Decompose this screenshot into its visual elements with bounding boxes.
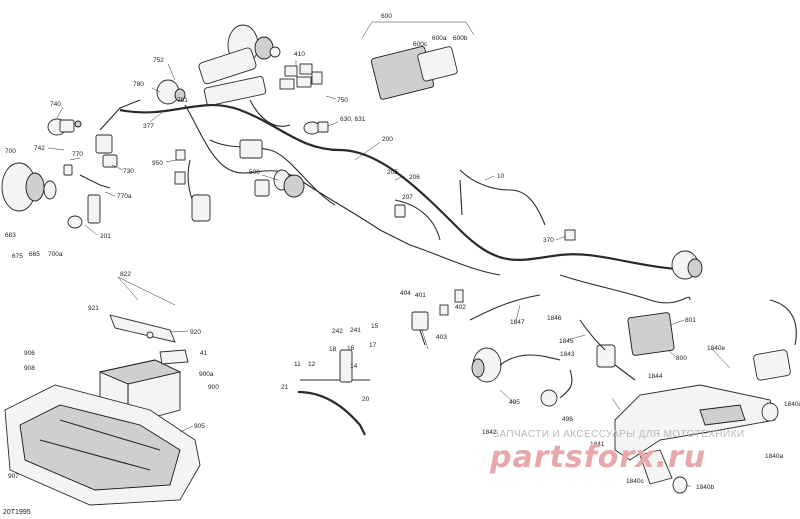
- callout-1840a: 1840a: [765, 453, 783, 460]
- callout-801: 801: [685, 317, 696, 324]
- callout-600: 600: [381, 13, 392, 20]
- callout-700a: 700a: [48, 251, 63, 258]
- callout-1844: 1844: [648, 373, 663, 380]
- callout-241: 241: [350, 327, 361, 334]
- diagram-artwork: [1, 21, 797, 506]
- callout-1840e: 1840e: [707, 345, 725, 352]
- callout-11: 11: [294, 361, 301, 368]
- callout-1841: 1841: [590, 441, 605, 448]
- callout-907: 907: [8, 473, 19, 480]
- callout-683: 683: [5, 232, 16, 239]
- callout-780: 780: [133, 81, 144, 88]
- callout-630-631: 630, 631: [340, 116, 366, 123]
- callout-950: 950: [152, 160, 163, 167]
- callout-675: 675: [12, 253, 23, 260]
- callout-600c: 600c: [413, 41, 428, 48]
- callout-17: 17: [369, 342, 377, 349]
- callout-908: 908: [24, 365, 35, 372]
- callout-21: 21: [281, 384, 289, 391]
- callout-1842: 1842: [482, 429, 497, 436]
- callout-752: 752: [153, 57, 164, 64]
- callout-495: 495: [509, 399, 520, 406]
- diagram-reference-code: 20T1995: [3, 509, 31, 516]
- callout-201: 201: [100, 233, 111, 240]
- callout-665: 665: [29, 251, 40, 258]
- callout-500: 500: [249, 169, 260, 176]
- callout-1846: 1846: [547, 315, 562, 322]
- callout-206: 206: [409, 174, 420, 181]
- callout-750: 750: [337, 97, 348, 104]
- callout-410: 410: [294, 51, 305, 58]
- callout-822: 822: [120, 271, 131, 278]
- watermark-logo: partsforx.ru: [489, 440, 706, 475]
- callout-18: 18: [329, 346, 337, 353]
- callout-742: 742: [34, 145, 45, 152]
- callout-1840d: 1840d: [784, 401, 800, 408]
- callout-770: 770: [72, 151, 83, 158]
- callout-600a: 600a: [432, 35, 447, 42]
- callout-370: 370: [543, 237, 554, 244]
- callout-906: 906: [24, 350, 35, 357]
- callout-1847: 1847: [510, 319, 525, 326]
- callout-12: 12: [308, 361, 316, 368]
- callout-207: 207: [402, 194, 413, 201]
- callout-1845: 1845: [559, 338, 574, 345]
- callout-242: 242: [332, 328, 343, 335]
- callout-1843: 1843: [560, 351, 575, 358]
- callout-15: 15: [371, 323, 379, 330]
- callout-20: 20: [362, 396, 370, 403]
- callout-14: 14: [350, 363, 358, 370]
- callouts: 600 600c 600a 600b 752 410 780 781 750 7…: [5, 13, 800, 491]
- watermark: ЗАПЧАСТИ И АКСЕССУАРЫ ДЛЯ МОТОТЕХНИКИ pa…: [489, 429, 744, 475]
- callout-1840b: 1840b: [696, 484, 714, 491]
- callout-401: 401: [415, 292, 426, 299]
- callout-205: 205: [387, 169, 398, 176]
- callout-403: 403: [436, 334, 447, 341]
- callout-200: 200: [382, 136, 393, 143]
- callout-10: 10: [497, 173, 505, 180]
- callout-900a: 900a: [199, 371, 214, 378]
- callout-800: 800: [676, 355, 687, 362]
- callout-1840c: 1840c: [626, 478, 644, 485]
- callout-921: 921: [88, 305, 99, 312]
- callout-41: 41: [200, 350, 208, 357]
- callout-900: 900: [208, 384, 219, 391]
- callout-700: 700: [5, 148, 16, 155]
- callout-16: 16: [347, 345, 355, 352]
- callout-402: 402: [455, 304, 466, 311]
- callout-377: 377: [143, 123, 154, 130]
- callout-404: 404: [400, 290, 411, 297]
- watermark-tagline: ЗАПЧАСТИ И АКСЕССУАРЫ ДЛЯ МОТОТЕХНИКИ: [493, 429, 744, 440]
- leader-lines: [47, 60, 731, 487]
- callout-920: 920: [190, 329, 201, 336]
- callout-781: 781: [177, 97, 188, 104]
- callout-498: 498: [562, 416, 573, 423]
- callout-770a: 770a: [117, 193, 132, 200]
- callout-730: 730: [123, 168, 134, 175]
- callout-600b: 600b: [453, 35, 468, 42]
- callout-905: 905: [194, 423, 205, 430]
- callout-740: 740: [50, 101, 61, 108]
